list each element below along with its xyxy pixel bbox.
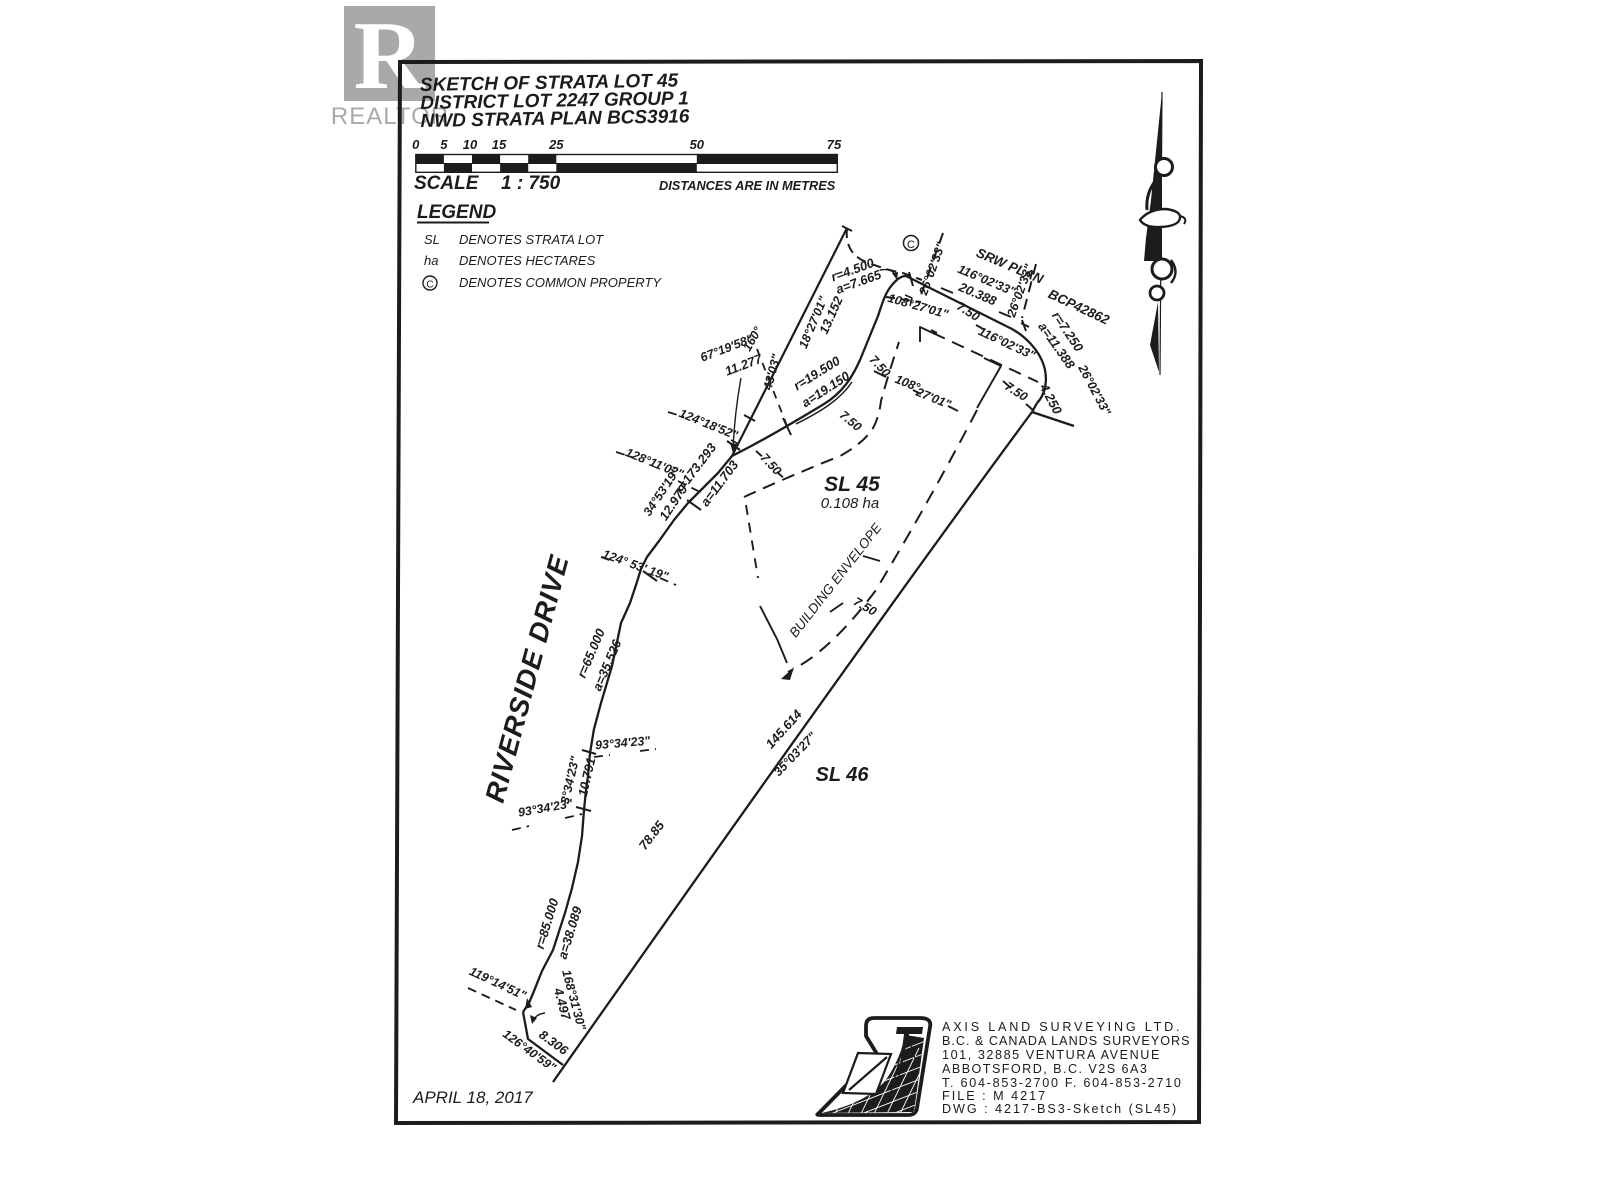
svg-text:FILE : M 4217: FILE : M 4217 (942, 1089, 1047, 1103)
svg-text:93°34'23": 93°34'23" (595, 734, 651, 753)
svg-text:B.C. & CANADA LANDS SURVEYORS: B.C. & CANADA LANDS SURVEYORS (942, 1034, 1191, 1048)
svg-text:0.108 ha: 0.108 ha (821, 495, 879, 512)
svg-text:15: 15 (492, 137, 507, 152)
svg-text:APRIL 18, 2017: APRIL 18, 2017 (412, 1088, 533, 1107)
svg-text:DWG : 4217-BS3-Sketch (SL45): DWG : 4217-BS3-Sketch (SL45) (942, 1102, 1178, 1116)
svg-text:0: 0 (412, 137, 420, 152)
svg-text:AXIS LAND SURVEYING LTD.: AXIS LAND SURVEYING LTD. (942, 1020, 1182, 1034)
svg-text:LEGEND: LEGEND (417, 202, 496, 223)
svg-text:NWD STRATA PLAN BCS3916: NWD STRATA PLAN BCS3916 (420, 106, 690, 132)
svg-text:25: 25 (548, 137, 564, 152)
svg-text:ABBOTSFORD, B.C. V2S 6A3: ABBOTSFORD, B.C. V2S 6A3 (942, 1062, 1148, 1076)
svg-text:R: R (354, 2, 426, 110)
svg-text:C: C (426, 280, 433, 291)
svg-text:1 : 750: 1 : 750 (501, 173, 561, 194)
svg-text:ha: ha (424, 253, 438, 268)
svg-text:DISTRICT LOT 2247 GROUP 1: DISTRICT LOT 2247 GROUP 1 (420, 88, 689, 114)
svg-text:SKETCH OF STRATA LOT 45: SKETCH OF STRATA LOT 45 (420, 70, 679, 96)
svg-text:10: 10 (463, 137, 478, 152)
svg-text:SL 45: SL 45 (824, 473, 880, 496)
svg-text:REALTOR: REALTOR (331, 103, 449, 130)
svg-text:50: 50 (690, 137, 705, 152)
svg-text:SCALE: SCALE (414, 173, 480, 194)
svg-text:T. 604-853-2700 F. 604-853-271: T. 604-853-2700 F. 604-853-2710 (942, 1076, 1183, 1090)
svg-text:DENOTES COMMON PROPERTY: DENOTES COMMON PROPERTY (459, 275, 662, 290)
svg-text:75: 75 (827, 137, 842, 152)
svg-text:C: C (907, 239, 915, 251)
svg-text:SL: SL (424, 232, 440, 247)
svg-text:101, 32885 VENTURA AVENUE: 101, 32885 VENTURA AVENUE (942, 1048, 1161, 1062)
svg-text:DENOTES STRATA LOT: DENOTES STRATA LOT (459, 232, 604, 247)
svg-text:DENOTES HECTARES: DENOTES HECTARES (459, 253, 596, 268)
svg-text:5: 5 (440, 137, 448, 152)
svg-text:DISTANCES ARE IN METRES: DISTANCES ARE IN METRES (659, 178, 836, 193)
svg-text:SL 46: SL 46 (816, 764, 870, 786)
